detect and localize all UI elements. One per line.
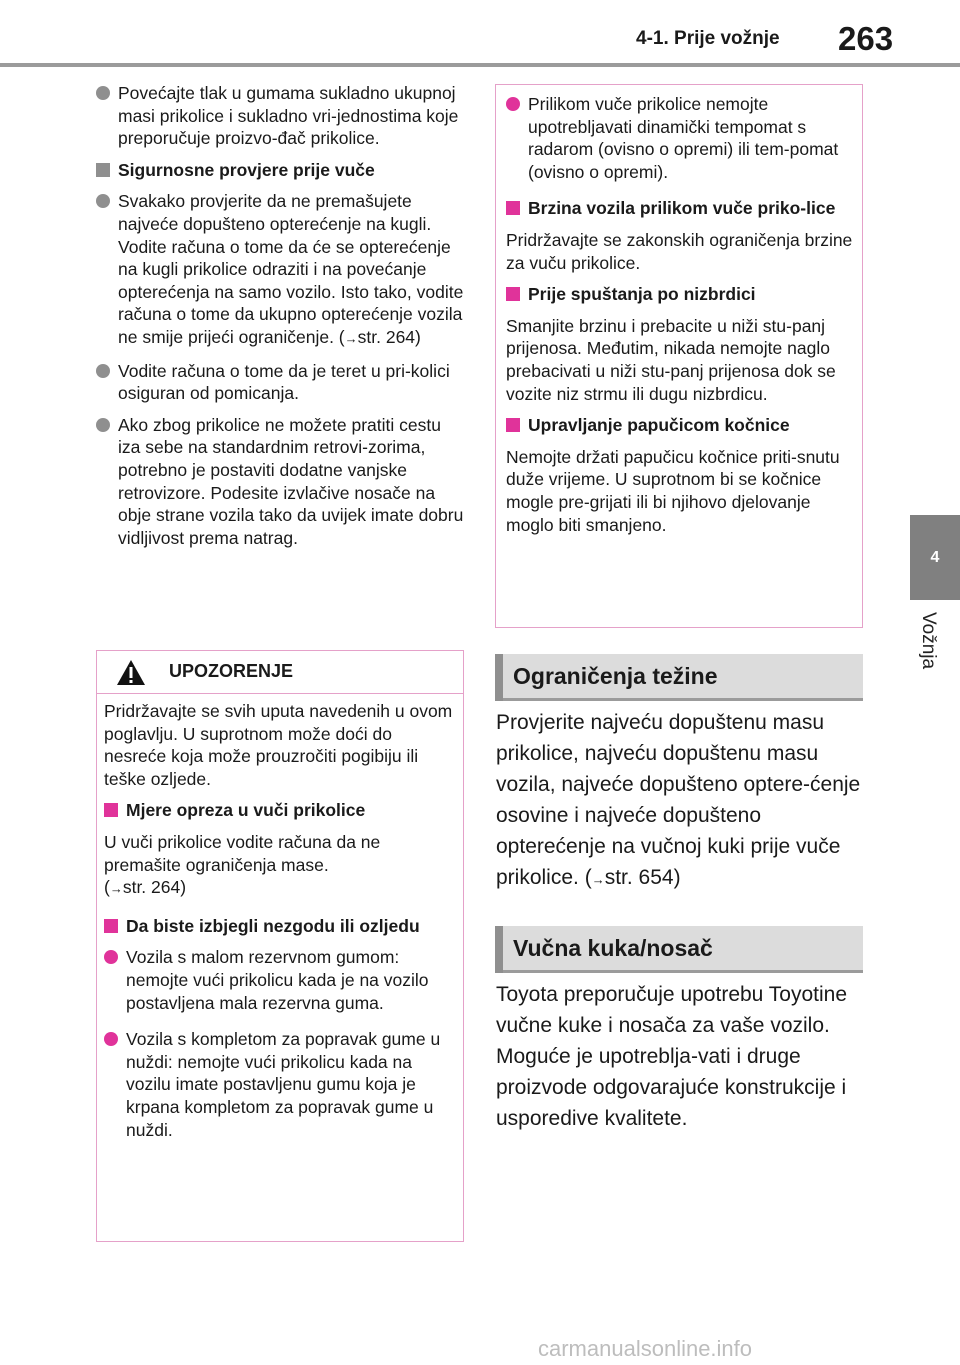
subheading: Brzina vozila prilikom vuče priko-lice: [506, 197, 854, 220]
arrow-right-icon: →: [109, 881, 123, 897]
warning-paragraph: U vuči prikolice vodite računa da ne pre…: [104, 831, 381, 898]
square-bullet-icon: [104, 918, 118, 933]
warning-body: Pridržavajte se svih uputa navedenih u o…: [97, 694, 463, 1141]
subheading: Upravljanje papučicom kočnice: [506, 414, 854, 437]
arrow-right-icon: →: [591, 872, 605, 887]
list-item: Vozila s kompletom za popravak gume u nu…: [104, 1028, 455, 1141]
square-bullet-icon: [506, 418, 520, 433]
page-ref-link[interactable]: str. 654): [604, 866, 681, 889]
section-heading-weight-limits: Ograničenja težine: [495, 654, 863, 701]
chapter-tab: 4: [910, 515, 960, 600]
caution-box: Prilikom vuče prikolice nemojte upotrebl…: [495, 84, 863, 628]
page-ref-link[interactable]: str. 264): [357, 326, 421, 347]
watermark: carmanualsonline.info: [538, 1336, 753, 1361]
subheading: Sigurnosne provjere prije vuče: [96, 159, 464, 182]
warning-box: UPOZORENJE Pridržavajte se svih uputa na…: [96, 650, 464, 1242]
square-bullet-icon: [506, 201, 520, 216]
page-number: 263: [838, 20, 894, 57]
section-text: Toyota preporučuje upotrebu Toyotine vuč…: [496, 983, 848, 1130]
subheading: Prije spuštanja po nizbrdici: [506, 283, 854, 306]
circle-bullet-icon: [96, 86, 110, 100]
list-item: Vodite računa o tome da je teret u pri-k…: [96, 360, 464, 405]
warning-triangle-icon: [117, 660, 145, 685]
subheading: Da biste izbjegli nezgodu ili ozljedu: [104, 915, 455, 938]
square-bullet-icon: [96, 162, 110, 177]
caution-paragraph: Nemojte držati papučicu kočnice priti-sn…: [506, 446, 840, 535]
section-bar: [495, 654, 503, 701]
header-divider: [0, 63, 960, 67]
section-title: 4-1. Prije vožnje: [636, 28, 780, 49]
circle-bullet-icon: [96, 363, 110, 378]
section-heading-tow-hitch: Vučna kuka/nosač: [495, 926, 863, 973]
subheading: Mjere opreza u vuči prikolice: [104, 799, 455, 822]
list-item: Prilikom vuče prikolice nemojte upotrebl…: [506, 93, 854, 183]
caution-paragraph: Pridržavajte se zakonskih ograničenja br…: [506, 229, 853, 273]
list-item: Svakako provjerite da ne premašujete naj…: [96, 190, 464, 350]
list-item: Povećajte tlak u gumama sukladno ukupnoj…: [96, 82, 464, 150]
square-bullet-icon: [506, 287, 520, 302]
section-bar: [495, 926, 503, 973]
circle-bullet-icon: [104, 1032, 118, 1047]
circle-bullet-icon: [96, 194, 110, 209]
arrow-right-icon: →: [344, 330, 358, 346]
warning-paragraph: Pridržavajte se svih uputa navedenih u o…: [104, 701, 453, 789]
list-item: Vozila s malom rezervnom gumom: nemojte …: [104, 946, 455, 1014]
circle-bullet-icon: [506, 97, 520, 111]
circle-bullet-icon: [104, 950, 118, 965]
section-heading-title: Vučna kuka/nosač: [513, 935, 713, 961]
section-heading-title: Ograničenja težine: [513, 663, 718, 689]
section-text: Provjerite najveću dopuštenu masu prikol…: [496, 711, 861, 889]
warning-header: UPOZORENJE: [97, 651, 463, 694]
caution-body: Prilikom vuče prikolice nemojte upotrebl…: [496, 85, 862, 536]
list-item: Ako zbog prikolice ne možete pratiti ces…: [96, 414, 464, 550]
left-column: Povećajte tlak u gumama sukladno ukupnoj…: [96, 82, 464, 558]
circle-bullet-icon: [96, 417, 110, 432]
square-bullet-icon: [104, 803, 118, 818]
page-ref-link[interactable]: str. 264): [122, 877, 187, 898]
warning-title: UPOZORENJE: [169, 661, 294, 681]
chapter-tab-label: Vožnja: [918, 612, 939, 670]
caution-paragraph: Smanjite brzinu i prebacite u niži stu-p…: [506, 315, 836, 404]
